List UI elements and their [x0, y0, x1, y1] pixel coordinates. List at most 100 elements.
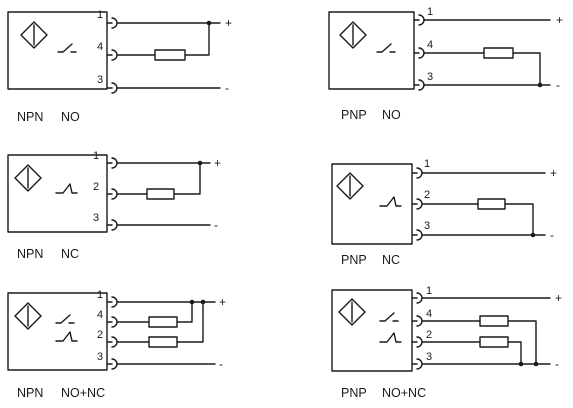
diagram-pnp-no-nc	[331, 289, 551, 372]
no-switch-icon	[55, 314, 75, 324]
load-wire	[504, 203, 534, 236]
sensor-symbol-icon	[338, 298, 366, 326]
no-switch-icon	[57, 43, 77, 53]
pin-label: 2	[97, 329, 103, 341]
diagram-mode-label: NO	[61, 110, 80, 124]
sensor-symbol-icon	[336, 172, 364, 200]
sensor-body	[331, 163, 413, 245]
pin-label: 1	[97, 289, 103, 301]
terminal-leads	[106, 22, 113, 89]
junction-dot	[197, 160, 203, 166]
pin-label: 3	[427, 71, 433, 83]
pin-label: 3	[424, 220, 430, 232]
nc-switch-icon	[55, 331, 78, 342]
load-resistor	[146, 188, 175, 200]
diagram-type-label: PNP	[341, 386, 367, 400]
pin-label: 4	[426, 308, 432, 320]
diagram-type-label: NPN	[17, 247, 43, 261]
load-resistor-nc	[479, 336, 509, 348]
pin-label: 4	[427, 39, 433, 51]
sensor-symbol-icon	[14, 302, 42, 330]
supply-sign: +	[555, 291, 562, 305]
sensor-symbol-icon	[339, 21, 367, 49]
load-resistor-no	[479, 315, 509, 327]
load-wire-no	[176, 301, 193, 323]
diagram-type-label: NPN	[17, 386, 43, 400]
load-wire	[184, 22, 210, 56]
pin-label: 2	[93, 181, 99, 193]
sensor-body	[331, 289, 413, 372]
diagram-npn-no	[7, 11, 221, 94]
terminal-leads	[106, 162, 113, 226]
load-wire	[512, 52, 541, 86]
junction-dot	[518, 361, 524, 367]
load-resistor	[483, 47, 514, 59]
no-switch-icon	[376, 43, 396, 53]
supply-sign: -	[556, 78, 560, 92]
sensor-symbol-icon	[14, 164, 42, 192]
load-resistor	[154, 49, 186, 61]
supply-sign: +	[550, 166, 557, 180]
nc-switch-icon	[55, 183, 78, 194]
terminal-connectors	[416, 167, 423, 241]
diagram-mode-label: NC	[61, 247, 79, 261]
supply-sign: +	[214, 156, 221, 170]
sensor-body	[7, 11, 108, 90]
load-wire-nc	[176, 301, 204, 343]
load-resistor	[477, 198, 506, 210]
diagram-type-label: NPN	[17, 110, 43, 124]
diagram-npn-nc	[7, 154, 211, 233]
junction-dot	[537, 82, 543, 88]
terminal-leads	[106, 301, 113, 365]
supply-sign: -	[214, 218, 218, 232]
pin-label: 2	[424, 189, 430, 201]
terminal-leads	[411, 172, 418, 236]
diagram-pnp-no	[328, 11, 551, 91]
supply-sign: +	[219, 295, 226, 309]
junction-dot	[533, 361, 539, 367]
junction-dot	[189, 299, 195, 305]
pin-label: 1	[97, 9, 103, 21]
diagram-type-label: PNP	[341, 253, 367, 267]
terminal-leads	[413, 19, 420, 86]
pin-label: 3	[97, 74, 103, 86]
terminal-connectors	[111, 17, 118, 94]
pin-label: 3	[97, 351, 103, 363]
terminal-connectors	[111, 157, 118, 231]
load-resistor-nc	[148, 336, 178, 348]
diagram-pnp-nc	[331, 163, 546, 245]
diagram-mode-label: NC	[382, 253, 400, 267]
diagram-mode-label: NO+NC	[382, 386, 426, 400]
sensor-body	[7, 292, 108, 371]
pin-label: 1	[427, 6, 433, 18]
sensor-symbol-icon	[20, 21, 48, 49]
pin-label: 3	[426, 351, 432, 363]
supply-sign: -	[550, 228, 554, 242]
pin-label: 1	[424, 158, 430, 170]
junction-dot	[530, 232, 536, 238]
load-resistor-no	[148, 316, 178, 328]
pin-label: 4	[97, 309, 103, 321]
supply-sign: -	[225, 81, 229, 95]
diagram-npn-no-nc	[7, 292, 216, 371]
pin-label: 1	[93, 150, 99, 162]
nc-switch-icon	[379, 332, 402, 343]
load-wire	[173, 162, 201, 195]
terminal-leads	[411, 297, 418, 365]
supply-sign: -	[555, 357, 559, 371]
supply-sign: +	[225, 16, 232, 30]
terminal-connectors	[418, 14, 425, 91]
sensor-body	[328, 11, 415, 90]
terminal-connectors	[416, 292, 423, 370]
no-switch-icon	[379, 312, 399, 322]
pin-label: 4	[97, 41, 103, 53]
supply-sign: +	[556, 13, 563, 27]
load-wire-no	[507, 320, 537, 365]
pin-label: 2	[426, 329, 432, 341]
junction-dot	[200, 299, 206, 305]
diagram-mode-label: NO+NC	[61, 386, 105, 400]
pin-label: 1	[426, 285, 432, 297]
diagram-type-label: PNP	[341, 108, 367, 122]
load-wire-nc	[507, 341, 522, 365]
